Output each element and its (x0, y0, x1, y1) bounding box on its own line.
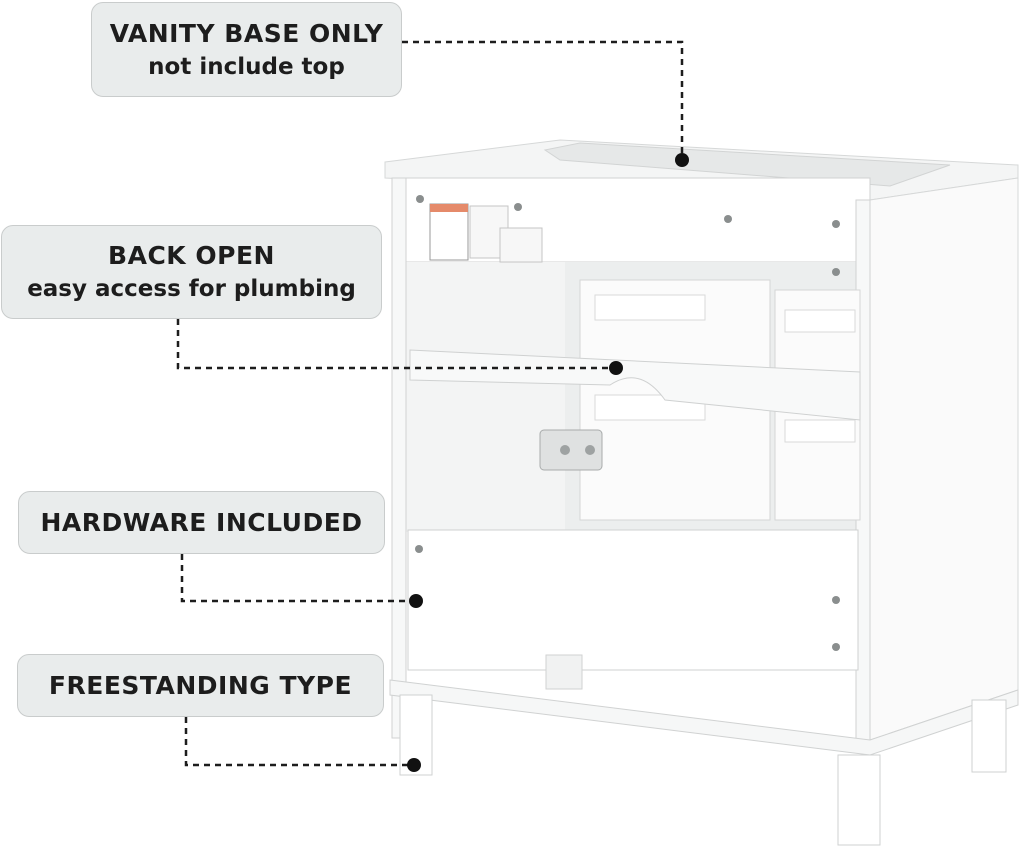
cabinet-right-side (869, 177, 1019, 741)
leader-dot-freestanding (407, 758, 421, 772)
callout-freestanding-title: FREESTANDING TYPE (48, 670, 353, 700)
callout-back-open-subtitle: easy access for plumbing (27, 276, 356, 302)
cabinet-leg-front-right (837, 754, 881, 846)
callout-vanity-base: VANITY BASE ONLY not include top (91, 2, 402, 97)
leader-freestanding (184, 717, 414, 767)
leader-dot-vanity-base (675, 153, 689, 167)
mounting-screws (415, 195, 840, 651)
callout-freestanding-type: FREESTANDING TYPE (17, 654, 384, 717)
warning-label (429, 203, 469, 261)
bottom-panel (407, 529, 859, 671)
leader-back-open (176, 319, 616, 370)
callout-vanity-base-title: VANITY BASE ONLY (109, 18, 384, 48)
leader-dot-hardware (409, 594, 423, 608)
callout-hardware-included: HARDWARE INCLUDED (18, 491, 385, 554)
callout-vanity-base-subtitle: not include top (148, 53, 345, 80)
base-frame (389, 679, 1019, 756)
callout-back-open-title: BACK OPEN (108, 241, 275, 270)
shelf-u-cutout (409, 349, 861, 421)
sink-cutout (543, 142, 951, 187)
leader-vanity-base (402, 40, 684, 160)
cabinet-leg-back-left (545, 654, 583, 690)
leader-dot-back-open (609, 361, 623, 375)
callout-back-open: BACK OPEN easy access for plumbing (1, 225, 382, 319)
door-hinge (539, 429, 603, 471)
callout-hardware-title: HARDWARE INCLUDED (40, 507, 363, 537)
leader-hardware (180, 554, 416, 603)
cabinet-left-side (391, 177, 407, 739)
cabinet-leg-back-right (971, 699, 1007, 773)
